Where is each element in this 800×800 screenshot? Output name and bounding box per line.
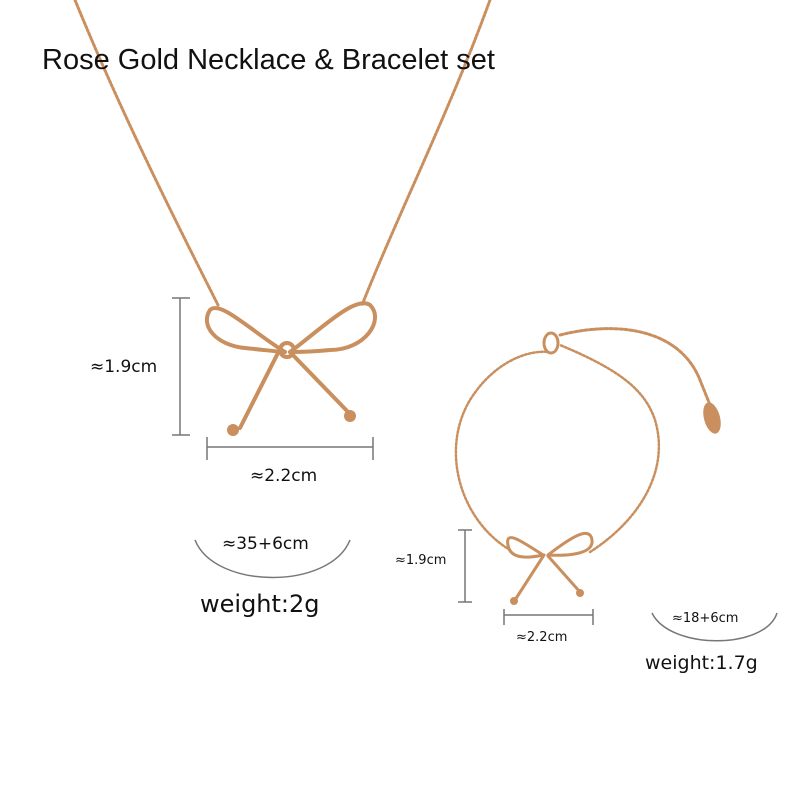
bracelet-clasp — [542, 331, 560, 355]
bracelet-chain — [454, 350, 550, 552]
necklace-length-label: ≈35+6cm — [222, 534, 309, 554]
necklace-weight-label: weight:2g — [200, 590, 320, 618]
necklace-width-label: ≈2.2cm — [250, 466, 318, 486]
necklace-height-label: ≈1.9cm — [90, 357, 158, 377]
necklace-chain-left — [73, 0, 220, 307]
bracelet-extender — [558, 327, 712, 407]
dimension-lines — [172, 297, 778, 642]
bracelet-width-label: ≈2.2cm — [516, 630, 568, 645]
necklace-bow — [204, 301, 377, 430]
bracelet-bow — [506, 531, 594, 602]
necklace-chain-right — [360, 0, 492, 307]
bracelet-weight-label: weight:1.7g — [645, 652, 758, 674]
bracelet-length-label: ≈18+6cm — [672, 611, 739, 626]
bracelet-tag — [703, 402, 721, 434]
page-title: Rose Gold Necklace & Bracelet set — [42, 44, 495, 76]
bracelet-height-label: ≈1.9cm — [395, 553, 447, 568]
